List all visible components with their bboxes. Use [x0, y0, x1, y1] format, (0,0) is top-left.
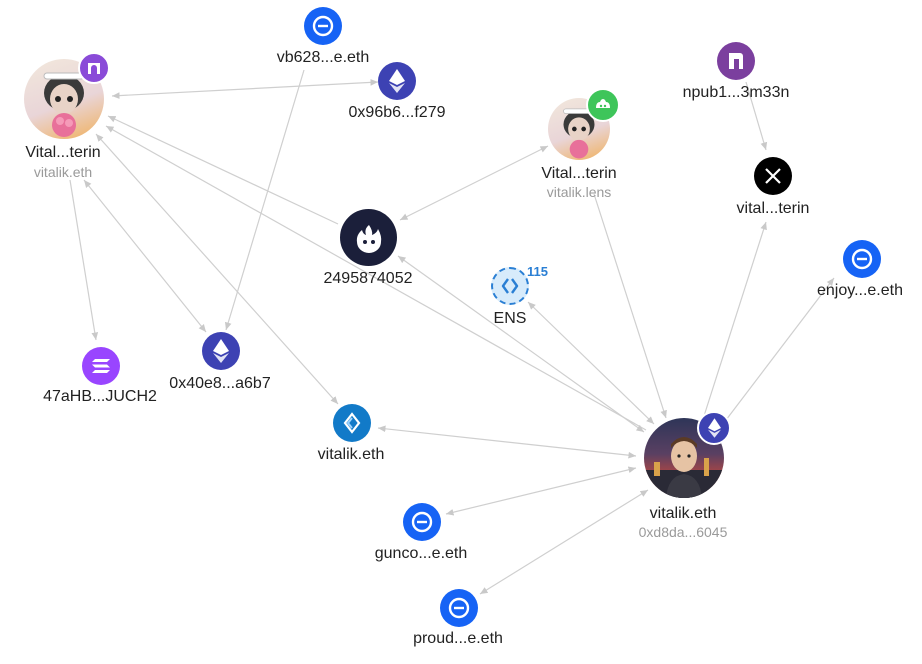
edge: [725, 277, 835, 421]
punk-avatar-art: [43, 72, 85, 137]
solana-icon: [82, 347, 120, 385]
farcaster-icon: [78, 52, 110, 84]
node-label: 47aHB...JUCH2: [43, 388, 157, 405]
node-label: Vital...terin: [25, 144, 101, 161]
edge: [95, 133, 339, 405]
ethereum-icon: [697, 411, 731, 445]
edge: [111, 79, 379, 99]
ens-badge-icon: [333, 404, 371, 442]
node-label: gunco...e.eth: [374, 545, 468, 562]
edge: [69, 179, 99, 341]
ens-community-icon: [491, 267, 529, 305]
lens-icon: [586, 88, 620, 122]
ethereum-icon: [202, 332, 240, 370]
node-label: vital...terin: [736, 200, 810, 217]
node-label: 0x40e8...a6b7: [169, 375, 271, 392]
edge: [527, 301, 655, 425]
edge: [377, 425, 637, 459]
ens-icon: [440, 589, 478, 627]
node-label: Vital...terin: [541, 165, 617, 182]
edge: [593, 193, 667, 419]
node-label: npub1...3m33n: [682, 84, 790, 101]
node-label: ENS: [493, 310, 527, 327]
node-label: 2495874052: [323, 270, 413, 287]
punk-avatar-art: [563, 108, 595, 159]
node-sublabel: vitalik.lens: [546, 184, 612, 200]
edge: [224, 69, 305, 331]
node-label: enjoy...e.eth: [817, 282, 903, 299]
x-icon: [754, 157, 792, 195]
node-label: vitalik.eth: [649, 505, 717, 522]
node-sublabel: vitalik.eth: [33, 164, 93, 180]
ethereum-icon: [378, 62, 416, 100]
member-count: 115: [527, 264, 548, 279]
node-label: vb628...e.eth: [276, 49, 370, 66]
nostr-icon: [717, 42, 755, 80]
edge: [479, 489, 649, 595]
ens-icon: [304, 7, 342, 45]
node-label: proud...e.eth: [413, 630, 503, 647]
node-label: 0x96b6...f279: [348, 104, 446, 121]
farcaster-fid-icon: [340, 209, 397, 266]
punk-avatar: [24, 59, 104, 139]
punk-avatar: [548, 98, 610, 160]
edge: [445, 466, 637, 516]
node-label: vitalik.eth: [317, 446, 385, 463]
ens-icon: [843, 240, 881, 278]
edge: [745, 81, 768, 151]
edge: [399, 145, 549, 221]
edge: [703, 221, 767, 417]
edge: [107, 115, 339, 225]
edge: [83, 179, 207, 333]
ens-icon: [403, 503, 441, 541]
node-sublabel: 0xd8da...6045: [638, 524, 728, 540]
